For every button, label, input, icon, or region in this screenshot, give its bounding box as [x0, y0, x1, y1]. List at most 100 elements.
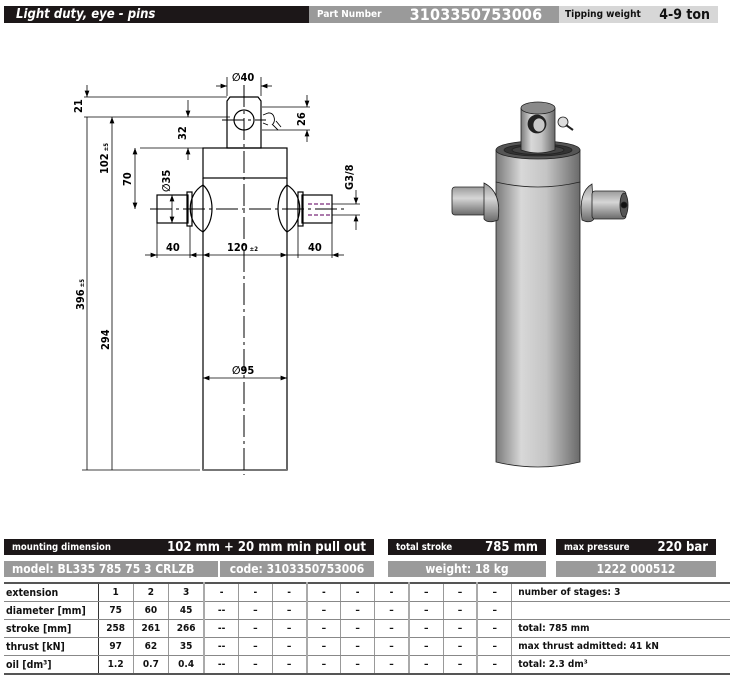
row-label: stroke [mm]: [4, 619, 99, 638]
cell: -: [272, 582, 308, 602]
cell: 1: [98, 582, 134, 602]
dim-port-thread: G3/8: [343, 164, 356, 190]
total-stroke-bar: total stroke 785 mm: [388, 539, 546, 555]
row-label: extension: [4, 582, 99, 602]
table-row-stroke: stroke [mm] 258 261 266 -- – – – – – – –…: [4, 619, 730, 638]
cylinder-3d-render: [451, 101, 629, 468]
cell: –: [238, 637, 273, 656]
cell: –: [477, 619, 513, 638]
part-number-label: Part Number: [317, 9, 382, 20]
max-pressure-label: max pressure: [564, 541, 630, 553]
cell: –: [238, 601, 273, 620]
cell: --: [204, 637, 239, 656]
cell: 75: [98, 601, 134, 620]
cell: -: [238, 582, 273, 602]
cell: –: [272, 601, 308, 620]
reference-bar: 1222 000512: [556, 561, 716, 577]
dim-eye-diameter: ∅40: [232, 71, 254, 84]
dim-lower-length: 294: [99, 329, 112, 350]
cell: 2: [133, 582, 170, 602]
cell: –: [408, 582, 444, 602]
max-pressure-bar: max pressure 220 bar: [556, 539, 716, 555]
cell: –: [306, 619, 342, 638]
tipping-weight-bar: Tipping weight 4-9 ton: [559, 6, 718, 23]
table-row-extension: extension 1 2 3 - - - - - - – – – number…: [4, 582, 730, 602]
total-stroke-label: total stroke: [396, 541, 453, 553]
table-row-thrust: thrust [kN] 97 62 35 -- – – – – – – – – …: [4, 637, 730, 656]
cell: --: [204, 655, 239, 675]
cell: –: [443, 582, 479, 602]
model-bar: model: BL335 785 75 3 CRLZB: [4, 561, 218, 577]
cell: –: [408, 619, 444, 638]
row-label: thrust [kN]: [4, 637, 99, 656]
part-number-bar: Part Number 3103350753006: [309, 5, 559, 24]
cell: –: [272, 619, 308, 638]
cell: –: [306, 655, 342, 675]
max-pressure-value: 220 bar: [657, 539, 708, 555]
cell: 97: [98, 637, 134, 656]
cell: –: [340, 619, 376, 638]
dim-pin-length-right: 40: [308, 241, 322, 254]
tipping-weight-value: 4-9 ton: [659, 6, 710, 23]
cell: 258: [98, 619, 134, 638]
cell: 261: [133, 619, 170, 638]
total-stroke-value: 785 mm: [485, 539, 538, 555]
dim-top-offset: 21: [72, 99, 85, 113]
spec-table: extension 1 2 3 - - - - - - – – – number…: [4, 582, 730, 675]
part-number-value: 3103350753006: [409, 5, 543, 24]
dim-mount-height: 102±5: [98, 143, 111, 174]
row-note: number of stages: 3: [511, 582, 730, 602]
cell: –: [374, 619, 410, 638]
cell: -: [340, 582, 376, 602]
cell: 60: [133, 601, 170, 620]
mounting-dimension-bar: mounting dimension 102 mm + 20 mm min pu…: [4, 539, 374, 555]
cell: –: [408, 601, 444, 620]
row-note: total: 785 mm: [511, 619, 730, 638]
row-label: oil [dm³]: [4, 655, 99, 675]
cell: –: [443, 601, 479, 620]
cell: -: [306, 582, 342, 602]
dim-pin-length-left: 40: [166, 241, 180, 254]
cell: –: [238, 619, 273, 638]
cell: –: [272, 655, 308, 675]
cell: 62: [133, 637, 170, 656]
dim-eye-height: 26: [295, 112, 308, 126]
cell: –: [306, 637, 342, 656]
cell: –: [340, 655, 376, 675]
cell: –: [443, 619, 479, 638]
table-row-diameter: diameter [mm] 75 60 45 -- – – – – – – – …: [4, 601, 730, 620]
cell: –: [272, 637, 308, 656]
dim-pin-offset: 70: [121, 172, 134, 186]
dim-cylinder-diameter: ∅95: [232, 364, 254, 377]
cell: –: [477, 655, 513, 675]
cell: –: [477, 637, 513, 656]
product-title: Light duty, eye - pins: [4, 6, 309, 23]
cell: –: [443, 637, 479, 656]
cell: –: [443, 655, 479, 675]
mounting-dimension-label: mounting dimension: [12, 541, 111, 553]
cell: –: [408, 655, 444, 675]
cell: –: [374, 655, 410, 675]
row-note: [511, 601, 730, 620]
cell: --: [204, 601, 239, 620]
code-bar: code: 3103350753006: [220, 561, 374, 577]
weight-bar: weight: 18 kg: [388, 561, 546, 577]
tipping-weight-label: Tipping weight: [565, 9, 641, 20]
row-note: max thrust admitted: 41 kN: [511, 637, 730, 656]
cell: -: [204, 582, 239, 602]
cell: 35: [168, 637, 206, 656]
cell: –: [477, 582, 513, 602]
dim-body-width: 120±2: [227, 241, 258, 254]
cell: --: [204, 619, 239, 638]
row-note: total: 2.3 dm³: [511, 655, 730, 675]
cell: 1.2: [98, 655, 134, 675]
table-row-oil: oil [dm³] 1.2 0.7 0.4 -- – – – – – – – –…: [4, 655, 730, 675]
cell: –: [340, 601, 376, 620]
cell: –: [374, 601, 410, 620]
cell: –: [306, 601, 342, 620]
cell: –: [340, 637, 376, 656]
cell: –: [238, 655, 273, 675]
dim-eye-to-body: 32: [176, 126, 189, 140]
cell: –: [477, 601, 513, 620]
cell: 3: [168, 582, 206, 602]
